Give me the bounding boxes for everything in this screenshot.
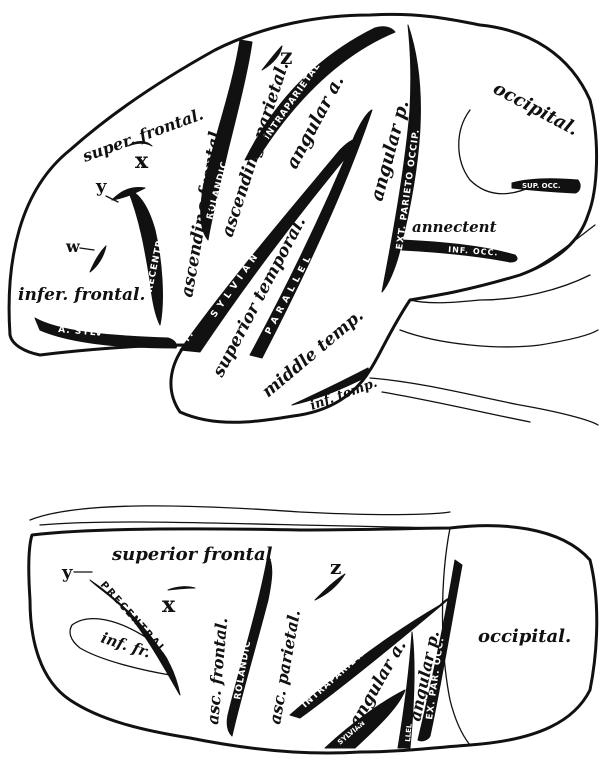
marker-z-lateral: z — [280, 44, 293, 70]
gyrus-label-occipital: occipital. — [490, 78, 582, 140]
marker-y-lateral: y — [95, 176, 107, 197]
dorsal-midline-curve — [30, 506, 450, 528]
dorsal-sulcus-label-rolandic: ROLANDIC — [233, 639, 253, 700]
marker-y-dorsal: y — [61, 562, 73, 583]
marker-x-lateral: x — [135, 148, 149, 174]
dorsal-sulcus-label-parallel: LLEL — [404, 723, 414, 742]
gyrus-label-annectent: annectent — [412, 218, 497, 236]
marker-leader-w — [80, 248, 94, 250]
anterior-sylvian-sulcus — [35, 318, 177, 348]
dorsal-gyrus-label-superior-frontal: superior frontal — [111, 544, 273, 565]
gyrus-label-ascending-parietal: ascending parietal. — [218, 59, 294, 239]
lateral-view: ROLANDIC PRECENTRAL INTRAPARIETAL EXT. P… — [9, 14, 598, 425]
sulcus-label-inf-occ: INF. OCC. — [448, 245, 499, 257]
marker-z-dorsal: z — [330, 555, 341, 579]
dorsal-gyrus-label-occipital: occipital. — [478, 626, 571, 647]
dorsal-x-sulcus — [168, 587, 195, 590]
gyrus-label-infer-frontal: infer. frontal. — [18, 285, 145, 305]
dorsal-view: PRECENTRAL ROLANDIC INTRAPARIETAL EX. PA… — [29, 506, 597, 753]
gyrus-label-ascending-frontal: ascending frontal — [177, 129, 226, 298]
sulcus-label-sup-occ: SUP. OCC. — [522, 182, 561, 190]
marker-x-dorsal: x — [162, 592, 176, 618]
dorsal-gyrus-label-asc-frontal: asc. frontal. — [203, 617, 231, 726]
marker-w-lateral: w — [65, 237, 81, 256]
brainstem-outline — [370, 378, 598, 425]
